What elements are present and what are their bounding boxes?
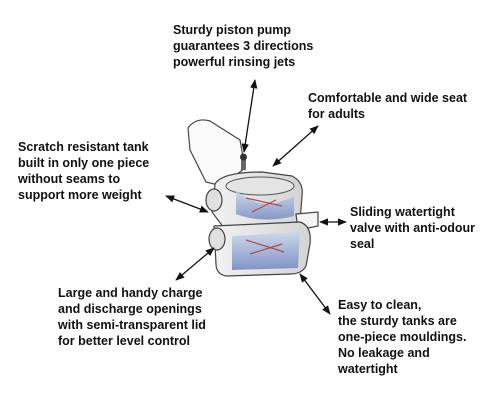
arrow-pump bbox=[241, 79, 258, 153]
callout-clean: Easy to clean, the sturdy tanks are one-… bbox=[338, 298, 467, 376]
arrow-clean bbox=[299, 273, 331, 315]
callout-valve: Sliding watertight valve with anti-odour… bbox=[350, 205, 476, 251]
callout-pump: Sturdy piston pump guarantees 3 directio… bbox=[173, 23, 314, 69]
callout-arrows bbox=[165, 79, 347, 315]
toilet-seat-section bbox=[205, 171, 303, 229]
arrow-tank bbox=[165, 195, 209, 213]
callout-charge: Large and handy charge and discharge ope… bbox=[58, 286, 206, 348]
piston-pump bbox=[240, 153, 247, 170]
callout-tank: Scratch resistant tank built in only one… bbox=[18, 140, 150, 202]
arrow-charge bbox=[175, 247, 215, 281]
arrow-seat bbox=[272, 125, 319, 167]
waste-tank bbox=[208, 221, 311, 277]
callout-seat: Comfortable and wide seat for adults bbox=[308, 91, 468, 121]
